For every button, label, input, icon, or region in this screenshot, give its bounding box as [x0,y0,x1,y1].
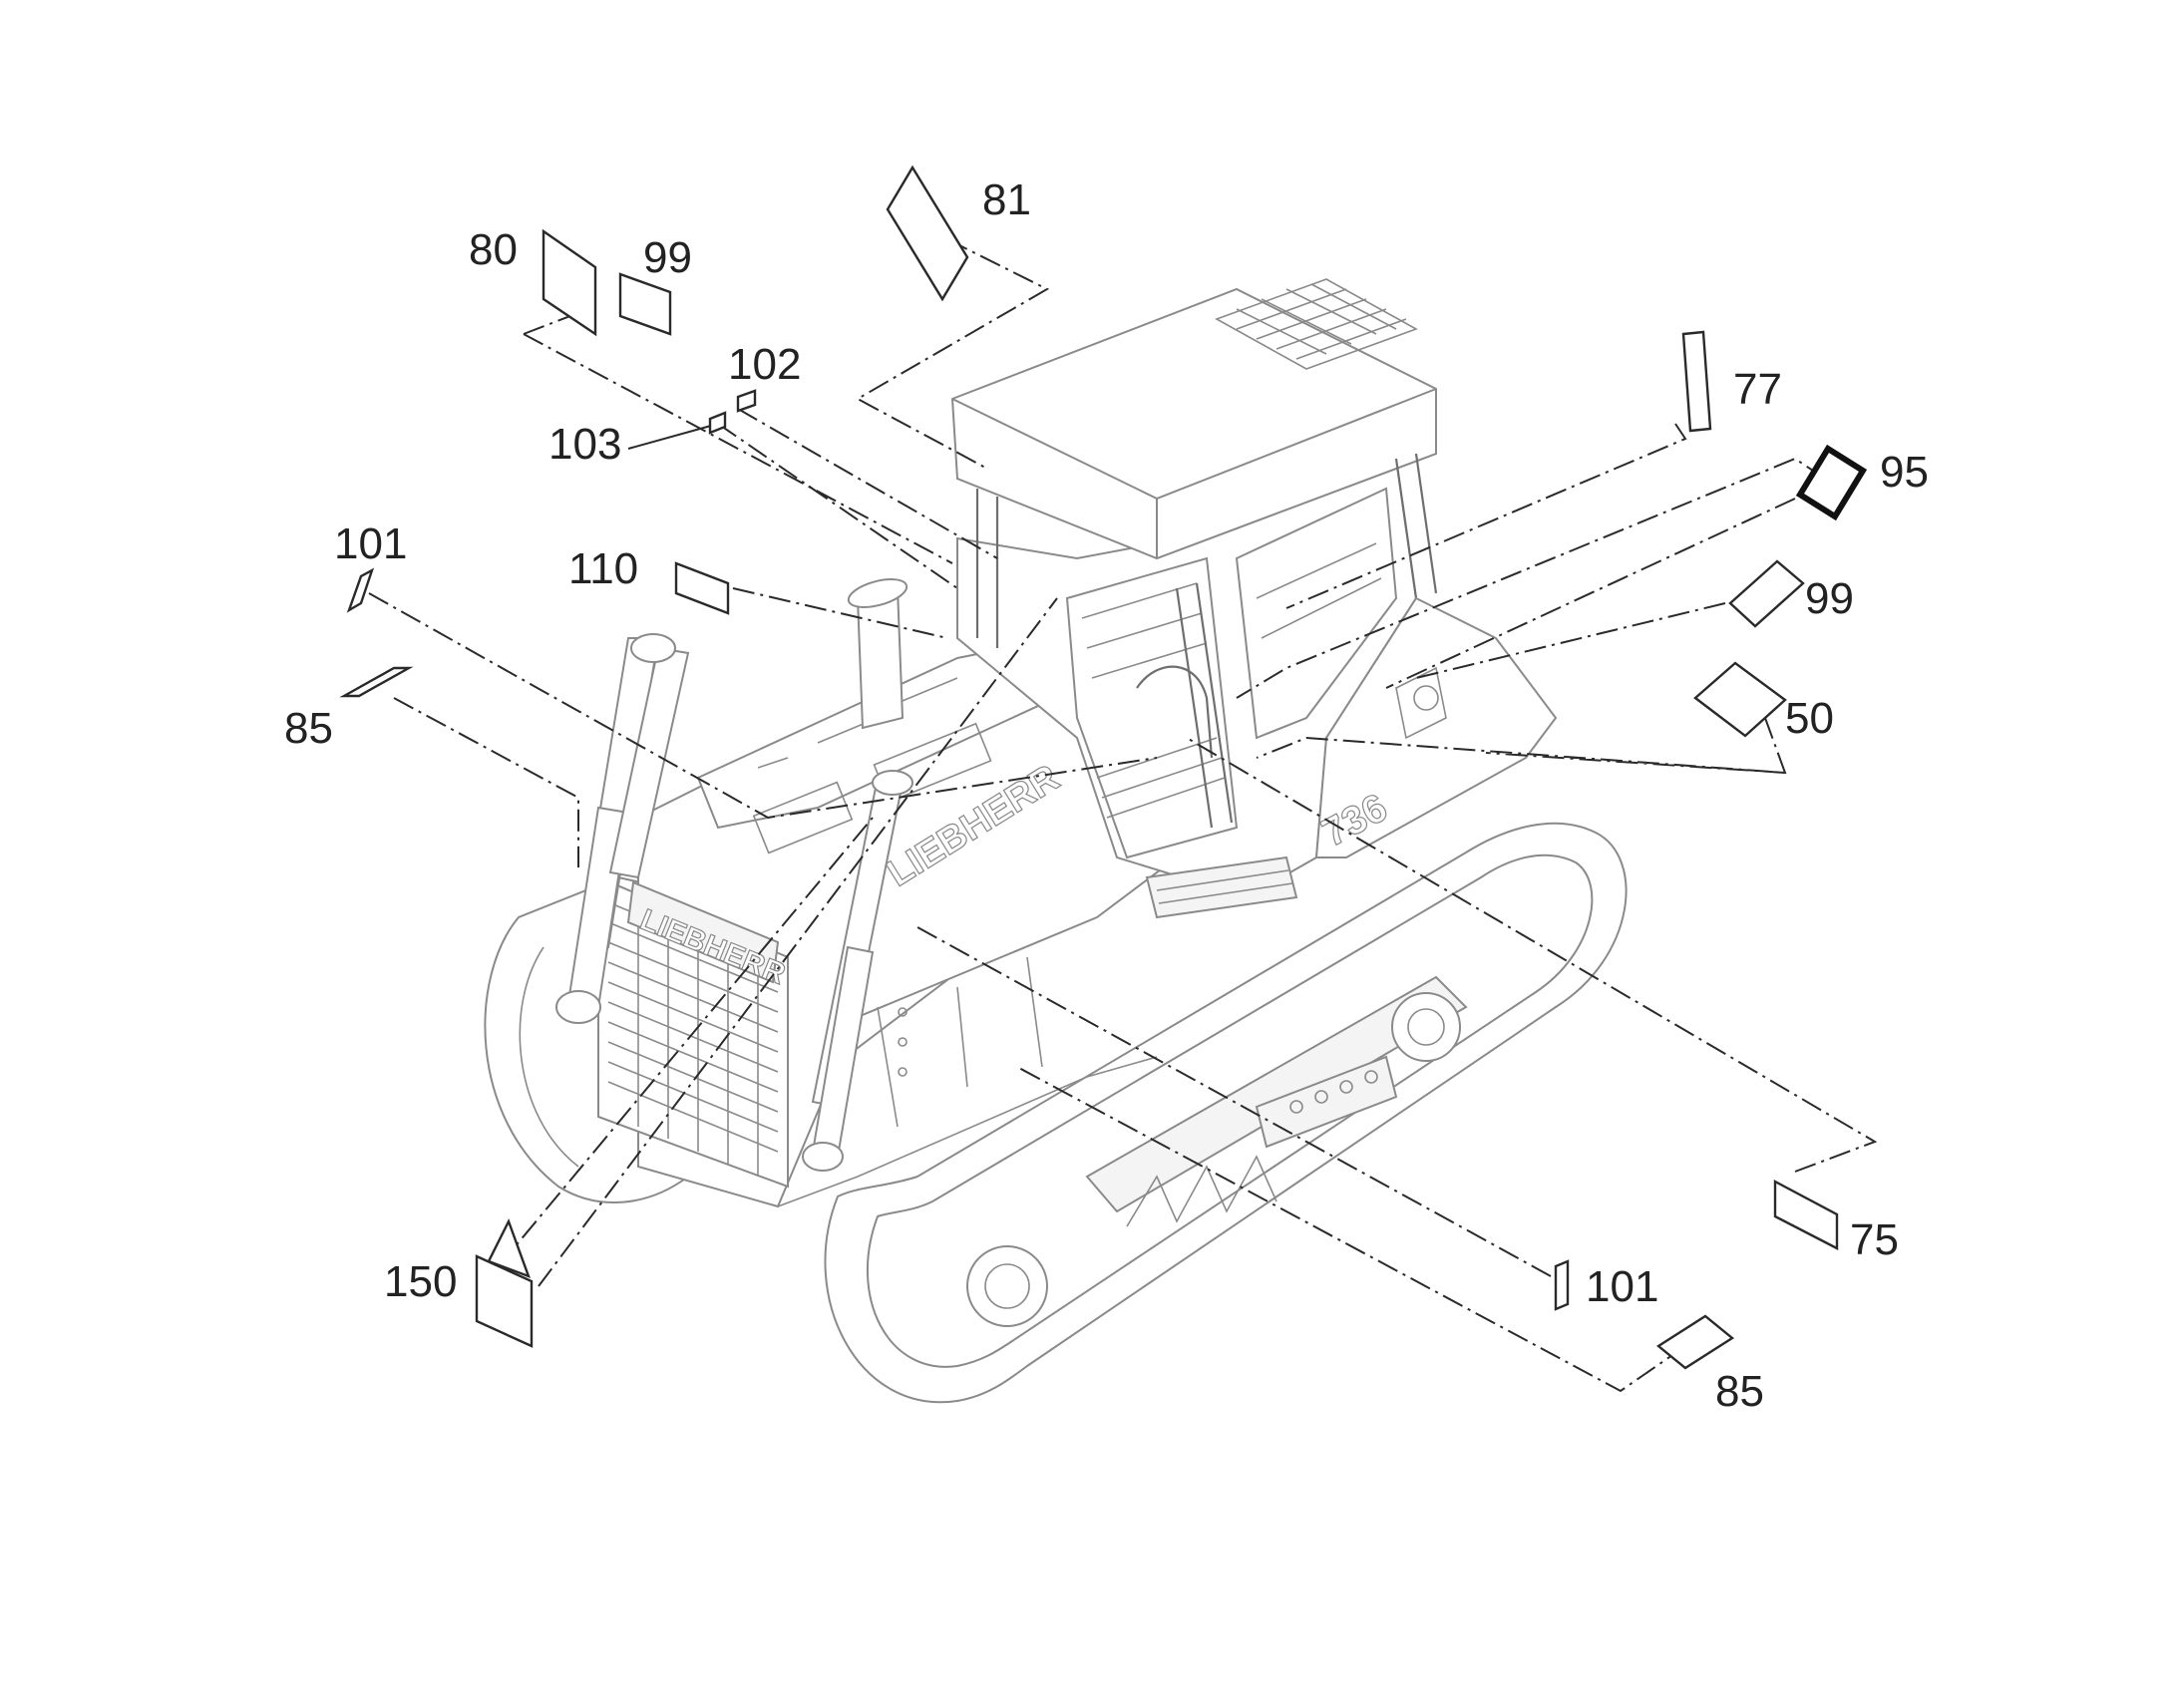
leader-85b [1016,1066,1686,1393]
exhaust-stack [856,586,905,730]
decal-75 [1773,1180,1839,1250]
callout-labels: 80 99 81 102 103 77 95 101 110 99 85 50 … [284,175,1929,1416]
decal-150-square [475,1254,534,1348]
decal-81 [886,165,969,302]
callout-77: 77 [1733,365,1782,414]
leader-110 [732,587,948,639]
callout-80: 80 [469,225,518,274]
roof-vent [1215,278,1418,370]
idler-wheel [966,1245,1048,1327]
callout-99-right: 99 [1805,574,1854,623]
decal-101-left [346,567,375,613]
callout-85-left: 85 [284,704,333,753]
leader-99b [1415,602,1726,679]
grille-brand-plate [626,880,780,984]
track-frame [1085,975,1468,1213]
decal-77 [1681,330,1712,433]
decals [339,165,1868,1370]
callout-95: 95 [1880,448,1929,497]
cab-side-window [1235,487,1398,740]
callout-75: 75 [1850,1215,1899,1264]
callout-99-top: 99 [643,233,692,282]
rear-fender [1314,596,1558,858]
leader-101b [916,926,1552,1277]
crawler-dozer-illustration: LIEBHERR LIEBHERR [484,278,1628,1404]
decal-85-left [339,666,414,698]
leader-77 [1285,423,1687,609]
decal-95 [1795,444,1868,521]
callout-101-left: 101 [334,519,407,568]
callout-103: 103 [548,420,621,469]
decal-50 [1693,661,1787,738]
leader-103-tip [627,423,719,450]
leader-103 [717,423,958,589]
callout-50: 50 [1785,694,1834,743]
callout-81: 81 [982,175,1031,224]
callout-85-bottom: 85 [1715,1367,1764,1416]
decal-99-top [618,272,672,336]
leader-50 [1256,717,1787,775]
decal-150-triangle [487,1217,532,1279]
leader-75 [1186,737,1878,1173]
decal-102 [736,389,757,413]
decal-101-bottom [1554,1259,1570,1311]
sprocket [1391,992,1461,1062]
decal-85-bottom [1655,1314,1735,1370]
decal-103 [708,411,727,435]
leader-102 [737,408,998,559]
decal-99-right [1728,559,1805,628]
cab-door-window [1065,556,1239,859]
cab-step [1145,855,1298,919]
leader-lines [368,238,1878,1393]
leader-85a [393,697,579,867]
callout-150: 150 [384,1257,457,1306]
leader-150 [538,597,1058,1287]
decal-80 [542,228,597,337]
callout-101-bottom: 101 [1586,1262,1658,1311]
callout-102: 102 [728,340,801,389]
leader-101a [368,592,1158,820]
decal-110 [674,561,730,615]
leader-81 [855,238,1050,470]
callout-110: 110 [568,544,638,593]
leader-95 [1236,457,1826,699]
